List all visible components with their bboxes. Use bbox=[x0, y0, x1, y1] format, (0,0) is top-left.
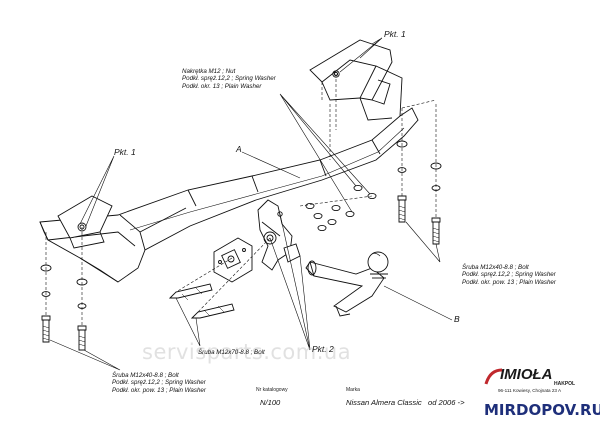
bolt-left-spec-line-3: Podkł. okr. pow. 13 ; Plain Washer bbox=[112, 386, 206, 394]
bolt-right-spec-line-1: Śruba M12x40-8.8 ; Bolt bbox=[462, 264, 529, 271]
right-bolts bbox=[396, 140, 442, 245]
nut-spec-line-3: Podkł. okr. 13 ; Plain Washer bbox=[182, 82, 262, 90]
site-watermark: MIRDOPOV.RU bbox=[484, 401, 600, 419]
leader-lines bbox=[49, 37, 453, 371]
bolt-left-spec-line-1: Śruba M12x40-8.8 ; Bolt bbox=[112, 372, 179, 379]
left-bolts bbox=[40, 264, 88, 351]
catalog-label: Nr katalogowy bbox=[256, 387, 288, 393]
bolt-left-spec-line-2: Podkł. spręż.12,2 ; Spring Washer bbox=[112, 379, 206, 387]
label-pkt2: Pkt. 2 bbox=[312, 344, 334, 354]
mid-bolts bbox=[168, 283, 235, 319]
brand-label: Marka bbox=[346, 387, 360, 393]
nut-spec: Nakrętka M12 ; Nut Podkł. spręż.12,2 ; S… bbox=[182, 68, 276, 90]
logo-swoosh-icon bbox=[484, 368, 503, 385]
ball-mount bbox=[213, 199, 389, 317]
date-value: od 2006 -> bbox=[428, 398, 465, 407]
label-part-b: B bbox=[454, 314, 460, 324]
bolt-right-spec-line-2: Podkł. spręż.12,2 ; Spring Washer bbox=[462, 271, 556, 279]
bolt-right-spec: Śruba M12x40-8.8 ; Bolt Podkł. spręż.12,… bbox=[462, 264, 556, 286]
logo-small: 96-111 Kowiesy, Chojnata 23 A bbox=[498, 388, 562, 393]
label-part-a: A bbox=[236, 144, 242, 154]
bolt-left-spec: Śruba M12x40-8.8 ; Bolt Podkł. spręż.12,… bbox=[112, 372, 206, 394]
watermark: servisparts.com.ua bbox=[142, 340, 352, 364]
cross-beam bbox=[39, 39, 419, 283]
nut-spec-line-1: Nakrętka M12 ; Nut bbox=[182, 68, 236, 75]
catalog-value: N/100 bbox=[260, 398, 281, 407]
label-pkt1-top: Pkt. 1 bbox=[384, 29, 406, 39]
bolt-mid-spec: Śruba M12x70-8.8 ; Bolt bbox=[198, 349, 265, 356]
bolt-right-spec-line-3: Podkł. okr. pow. 13 ; Plain Washer bbox=[462, 278, 556, 286]
brand-value: Nissan Almera Classic bbox=[346, 398, 422, 407]
nuts-washers bbox=[305, 184, 377, 232]
assembly-lines bbox=[45, 74, 437, 326]
label-pkt1-left: Pkt. 1 bbox=[114, 147, 136, 157]
logo-sub: HAKPOL bbox=[554, 381, 576, 387]
nut-spec-line-2: Podkł. spręż.12,2 ; Spring Washer bbox=[182, 75, 276, 83]
imiola-logo: IMIOŁA HAKPOL 96-111 Kowiesy, Chojnata 2… bbox=[484, 366, 596, 398]
logo-text: IMIOŁA bbox=[500, 366, 553, 383]
